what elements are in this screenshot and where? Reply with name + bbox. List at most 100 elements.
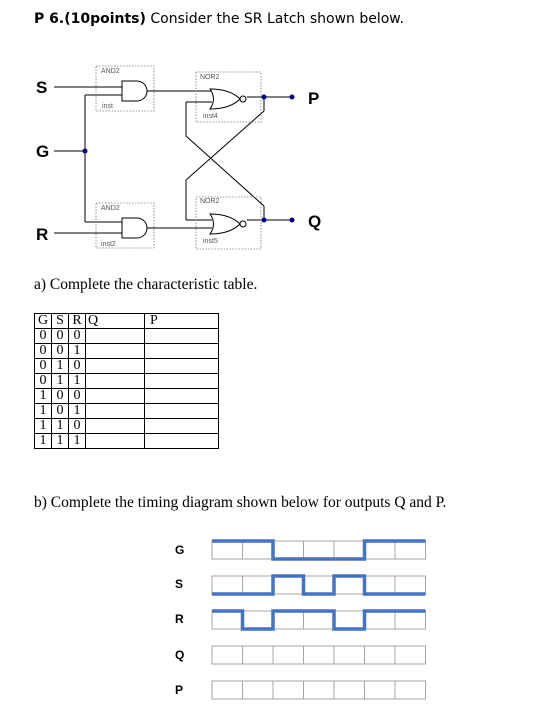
timing-grid-cell[interactable]: [272, 680, 304, 700]
question-number: P 6.(10points): [34, 11, 146, 27]
timing-grid-cell: [211, 540, 243, 560]
table-row: 0 0 1: [34, 343, 219, 359]
table-cell: 0: [68, 358, 86, 374]
table-cell: 0: [34, 358, 52, 374]
answer-cell-q[interactable]: [85, 343, 145, 359]
timing-grid-cell[interactable]: [394, 680, 426, 700]
table-cell: 0: [51, 328, 69, 344]
header-cell: Q: [85, 313, 145, 329]
timing-grid-cell[interactable]: [364, 645, 396, 665]
timing-grid-cell[interactable]: [211, 645, 243, 665]
timing-grid-cell: [272, 540, 304, 560]
and-gate-top: [121, 80, 150, 102]
table-cell: 0: [51, 388, 69, 404]
answer-cell-q[interactable]: [85, 388, 145, 404]
signal-label-p: P: [175, 683, 183, 697]
gate-instance-label: inst4: [203, 113, 218, 120]
gate-type-label: AND2: [101, 68, 120, 75]
table-row: 0 1 0: [34, 358, 219, 374]
timing-grid-cell[interactable]: [211, 680, 243, 700]
timing-grid-cell[interactable]: [333, 645, 365, 665]
table-cell: 1: [51, 418, 69, 434]
waveform-s: [212, 574, 426, 596]
sr-latch-circuit: AND2 inst AND2 inst2 NOR2 inst4 NOR2 ins…: [36, 65, 321, 250]
table-cell: 1: [68, 373, 86, 389]
part-a-prompt: a) Complete the characteristic table.: [34, 276, 258, 293]
signal-label-q: Q: [175, 648, 184, 662]
answer-cell-q[interactable]: [85, 328, 145, 344]
table-cell: 1: [34, 433, 52, 449]
answer-cell-p[interactable]: [144, 328, 219, 344]
timing-grid-cell: [272, 610, 304, 630]
signal-label-r: R: [175, 612, 184, 626]
timing-grid-cell[interactable]: [394, 645, 426, 665]
timing-grid-cell[interactable]: [242, 645, 274, 665]
timing-waves: [212, 539, 426, 631]
table-cell: 1: [34, 388, 52, 404]
part-b-prompt: b) Complete the timing diagram shown bel…: [34, 494, 447, 511]
nor-gate-top: [209, 88, 247, 110]
timing-grid-cell: [394, 575, 426, 595]
gate-instance-label: inst2: [101, 241, 116, 248]
answer-cell-p[interactable]: [144, 418, 219, 434]
answer-cell-p[interactable]: [144, 433, 219, 449]
header-cell: G: [34, 313, 52, 329]
question-title: P 6.(10points) Consider the SR Latch sho…: [34, 11, 404, 27]
question-text: Consider the SR Latch shown below.: [145, 11, 404, 27]
timing-grid-cell: [364, 610, 396, 630]
header-cell: R: [68, 313, 86, 329]
timing-grid-cell[interactable]: [303, 645, 335, 665]
answer-cell-p[interactable]: [144, 343, 219, 359]
answer-cell-q[interactable]: [85, 403, 145, 419]
table-cell: 1: [34, 403, 52, 419]
signal-label-s: S: [175, 577, 183, 591]
gate-instance-label: inst: [102, 103, 113, 110]
timing-grid-cell[interactable]: [242, 680, 274, 700]
timing-grid-cell: [242, 610, 274, 630]
table-row: 1 1 0: [34, 418, 219, 434]
gate-type-label: NOR2: [200, 74, 220, 81]
timing-grid-cell: [394, 540, 426, 560]
answer-cell-p[interactable]: [144, 373, 219, 389]
and-gate-bottom: [121, 217, 150, 239]
nor-gate-bottom: [209, 213, 247, 235]
timing-grid-cell: [242, 575, 274, 595]
table-cell: 0: [51, 343, 69, 359]
timing-grid-cell[interactable]: [333, 680, 365, 700]
gate-type-label: NOR2: [200, 198, 220, 205]
table-cell: 1: [68, 403, 86, 419]
timing-grid-cell[interactable]: [303, 680, 335, 700]
gate-type-label: AND2: [101, 205, 120, 212]
answer-cell-q[interactable]: [85, 418, 145, 434]
answer-cell-q[interactable]: [85, 433, 145, 449]
timing-grid-cell: [364, 540, 396, 560]
answer-cell-q[interactable]: [85, 358, 145, 374]
timing-grid-cell[interactable]: [364, 680, 396, 700]
answer-cell-p[interactable]: [144, 388, 219, 404]
timing-grid-cell: [394, 610, 426, 630]
answer-cell-p[interactable]: [144, 403, 219, 419]
answer-cell-p[interactable]: [144, 358, 219, 374]
input-label-r: R: [36, 225, 48, 244]
table-cell: 1: [51, 373, 69, 389]
waveform-r: [212, 609, 426, 631]
timing-grid-cell[interactable]: [272, 645, 304, 665]
output-label-q: Q: [308, 212, 321, 231]
output-label-p: P: [308, 89, 319, 108]
table-cell: 0: [51, 403, 69, 419]
input-label-s: S: [36, 78, 47, 97]
header-cell: S: [51, 313, 69, 329]
table-header-row: G S R Q P: [34, 313, 219, 329]
input-label-g: G: [36, 142, 49, 161]
table-cell: 0: [34, 373, 52, 389]
characteristic-table: G S R Q P 0 0 0 0 0 1 0 1 0 0 1 1 1 0 0: [34, 313, 219, 449]
table-cell: 1: [68, 343, 86, 359]
table-cell: 0: [68, 388, 86, 404]
table-cell: 0: [34, 343, 52, 359]
timing-grid-cell: [333, 575, 365, 595]
timing-grid-cell: [272, 575, 304, 595]
timing-grid-cell: [364, 575, 396, 595]
signal-label-g: G: [175, 543, 184, 557]
answer-cell-q[interactable]: [85, 373, 145, 389]
timing-grid-cell: [211, 610, 243, 630]
